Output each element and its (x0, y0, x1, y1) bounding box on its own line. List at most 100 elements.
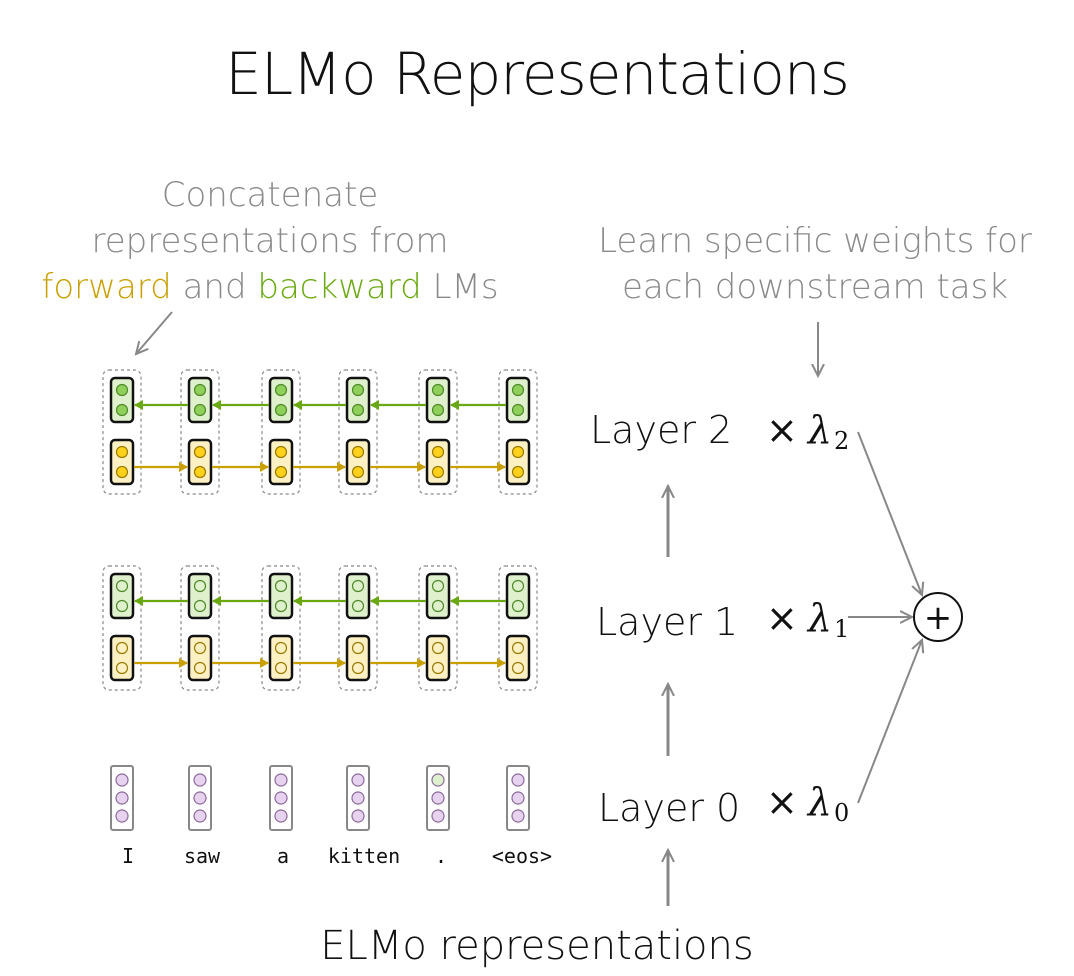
layer2-backward-state-unit (511, 383, 525, 397)
embedding-unit (431, 791, 445, 805)
layer1-backward-state-unit (274, 579, 288, 593)
layer1-backward-state-unit (431, 599, 445, 613)
layer1-backward-state-unit (115, 599, 129, 613)
layer1-concat-box (102, 565, 142, 691)
layer1-forward-state-unit (193, 661, 207, 675)
embedding-unit (431, 809, 445, 823)
lambda-0-weight: ×λ0 (766, 780, 849, 827)
layer1-backward-state-unit (274, 599, 288, 613)
embedding-unit (351, 773, 365, 787)
layer2-concat-box (261, 369, 301, 495)
token-label: I (121, 844, 135, 868)
layer2-forward-state-unit (511, 445, 525, 459)
forward-label: forward (41, 267, 172, 307)
token-label: . (434, 844, 448, 868)
embedding-unit (511, 809, 525, 823)
layer2-backward-state-unit (511, 403, 525, 417)
token-label: a (276, 844, 290, 868)
lm-layers (102, 369, 538, 831)
times-symbol: × (766, 408, 798, 452)
layer2-forward-state-unit (351, 445, 365, 459)
layer1-concat-box (338, 565, 378, 691)
layer2-forward-state-unit (115, 445, 129, 459)
embedding-unit (193, 773, 207, 787)
left-note-line1: Concatenate (161, 175, 379, 215)
sum-circle (913, 592, 963, 642)
layer1-forward-state-unit (351, 661, 365, 675)
lambda-2-weight: ×λ2 (766, 408, 849, 455)
layer1-concat-box (498, 565, 538, 691)
embedding-unit (431, 773, 445, 787)
lambda-subscript: 0 (833, 799, 850, 827)
embedding-unit (351, 791, 365, 805)
layer2-backward-state-unit (115, 383, 129, 397)
layer1-concat-box (418, 565, 458, 691)
embedding-unit (115, 773, 129, 787)
embedding-unit (193, 791, 207, 805)
embedding-unit (115, 809, 129, 823)
layer1-concat-box (180, 565, 220, 691)
right-note-line1: Learn specific weights for (598, 221, 1032, 261)
layer1-forward-state-unit (431, 641, 445, 655)
layer2-concat-box (418, 369, 458, 495)
token-label: saw (183, 844, 221, 868)
layer1-forward-state-unit (274, 661, 288, 675)
embedding-unit (274, 791, 288, 805)
embedding-unit (193, 809, 207, 823)
layer2-concat-box (102, 369, 142, 495)
layer1-forward-state-unit (351, 641, 365, 655)
layer2-forward-state-unit (193, 445, 207, 459)
left-note-line3: forward and backward LMs (0, 270, 540, 304)
embedding-unit (274, 809, 288, 823)
layer2-backward-state-unit (274, 383, 288, 397)
times-symbol: × (766, 596, 798, 640)
left-note-line2: representations from (91, 221, 449, 261)
backward-label: backward (257, 267, 422, 307)
embedding-unit (511, 791, 525, 805)
embedding-unit (274, 773, 288, 787)
layer2-concat-box (180, 369, 220, 495)
layer2-backward-state-unit (193, 403, 207, 417)
layer-0-label: Layer 0 (598, 786, 741, 830)
layer1-backward-state-unit (431, 579, 445, 593)
layer1-concat-box (261, 565, 301, 691)
layer1-backward-state-unit (351, 579, 365, 593)
times-symbol: × (766, 780, 798, 824)
layer1-backward-state-unit (193, 579, 207, 593)
layer1-forward-state-unit (115, 641, 129, 655)
lambda-symbol: λ (807, 408, 832, 452)
embedding-unit (511, 773, 525, 787)
layer2-backward-state-unit (193, 383, 207, 397)
layer2-forward-state-unit (193, 465, 207, 479)
layer2-forward-state-unit (431, 445, 445, 459)
token-label: <eos> (491, 844, 553, 868)
sum-arrow-lambda2 (857, 431, 922, 595)
lambda-subscript: 2 (833, 427, 850, 455)
layer2-backward-state-unit (431, 403, 445, 417)
layer2-backward-state-unit (351, 383, 365, 397)
layer1-backward-state-unit (511, 579, 525, 593)
layer2-backward-state-unit (274, 403, 288, 417)
lambda-subscript: 1 (833, 615, 850, 643)
layer2-backward-state-unit (351, 403, 365, 417)
page-title: ELMo Representations (225, 40, 850, 108)
and-label: and (182, 267, 247, 307)
elmo-representations-label: ELMo representations (320, 923, 754, 969)
layer2-forward-state-unit (115, 465, 129, 479)
layer2-forward-state-unit (511, 465, 525, 479)
layer2-concat-box (498, 369, 538, 495)
layer1-forward-state-unit (511, 641, 525, 655)
layer-1-label: Layer 1 (596, 600, 739, 644)
layer2-backward-state-unit (115, 403, 129, 417)
layer1-backward-state-unit (511, 599, 525, 613)
layer2-forward-state-unit (431, 465, 445, 479)
lms-label: LMs (432, 267, 499, 307)
layer2-forward-state-unit (351, 465, 365, 479)
layer1-backward-state-unit (115, 579, 129, 593)
layer1-forward-state-unit (115, 661, 129, 675)
layer-2-label: Layer 2 (590, 408, 733, 452)
layer2-forward-state-unit (274, 445, 288, 459)
layer2-forward-state-unit (274, 465, 288, 479)
